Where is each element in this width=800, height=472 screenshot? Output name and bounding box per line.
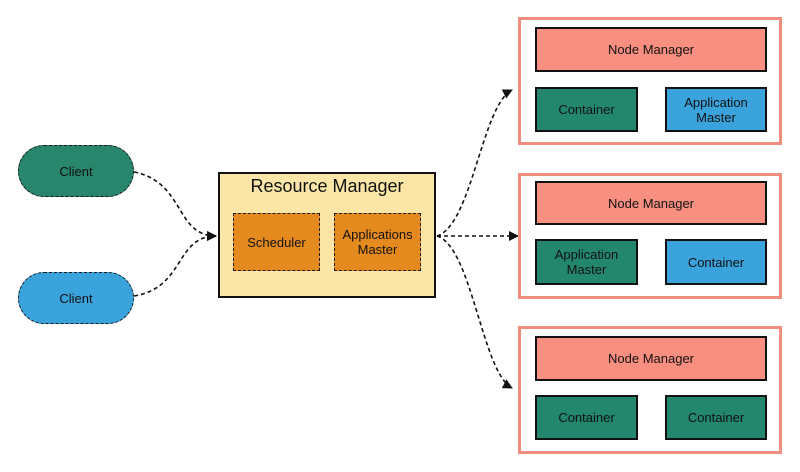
slot-label: Container xyxy=(687,410,745,425)
resource-manager-title: Resource Manager xyxy=(250,176,404,196)
applications-master-label: Applications Master xyxy=(342,227,413,257)
node-1-application-master: Application Master xyxy=(665,87,767,132)
slot-label: Container xyxy=(687,254,745,270)
node-1-container: Container xyxy=(535,87,638,132)
applications-master-component: Applications Master xyxy=(334,213,421,271)
node-manager-label: Node Manager xyxy=(608,195,694,211)
node-3-node-manager: Node Manager xyxy=(535,336,767,381)
arrow-resource-manager-to-node1 xyxy=(436,89,513,237)
slot-label: Container xyxy=(558,410,615,425)
client-label: Client xyxy=(59,163,93,179)
scheduler-label: Scheduler xyxy=(247,234,306,250)
client-label: Client xyxy=(59,290,93,306)
arrow-resource-manager-to-node3 xyxy=(436,235,513,389)
client-node-blue: Client xyxy=(18,272,134,324)
node-2-application-master: Application Master xyxy=(535,239,638,285)
arrow-client2-to-resource-manager xyxy=(133,231,217,297)
slot-label: Container xyxy=(558,102,615,117)
slot-label: Application Master xyxy=(554,247,619,277)
node-2-node-manager: Node Manager xyxy=(535,181,767,225)
node-1-node-manager: Node Manager xyxy=(535,27,767,72)
node-3-container-left: Container xyxy=(535,395,638,440)
node-3-container-right: Container xyxy=(665,395,767,440)
node-manager-label: Node Manager xyxy=(608,42,694,57)
slot-label: Application Master xyxy=(684,94,748,125)
node-2-container: Container xyxy=(665,239,767,285)
scheduler-component: Scheduler xyxy=(233,213,320,271)
node-manager-label: Node Manager xyxy=(608,351,694,366)
arrow-client1-to-resource-manager xyxy=(133,171,217,241)
client-node-green: Client xyxy=(18,145,134,197)
